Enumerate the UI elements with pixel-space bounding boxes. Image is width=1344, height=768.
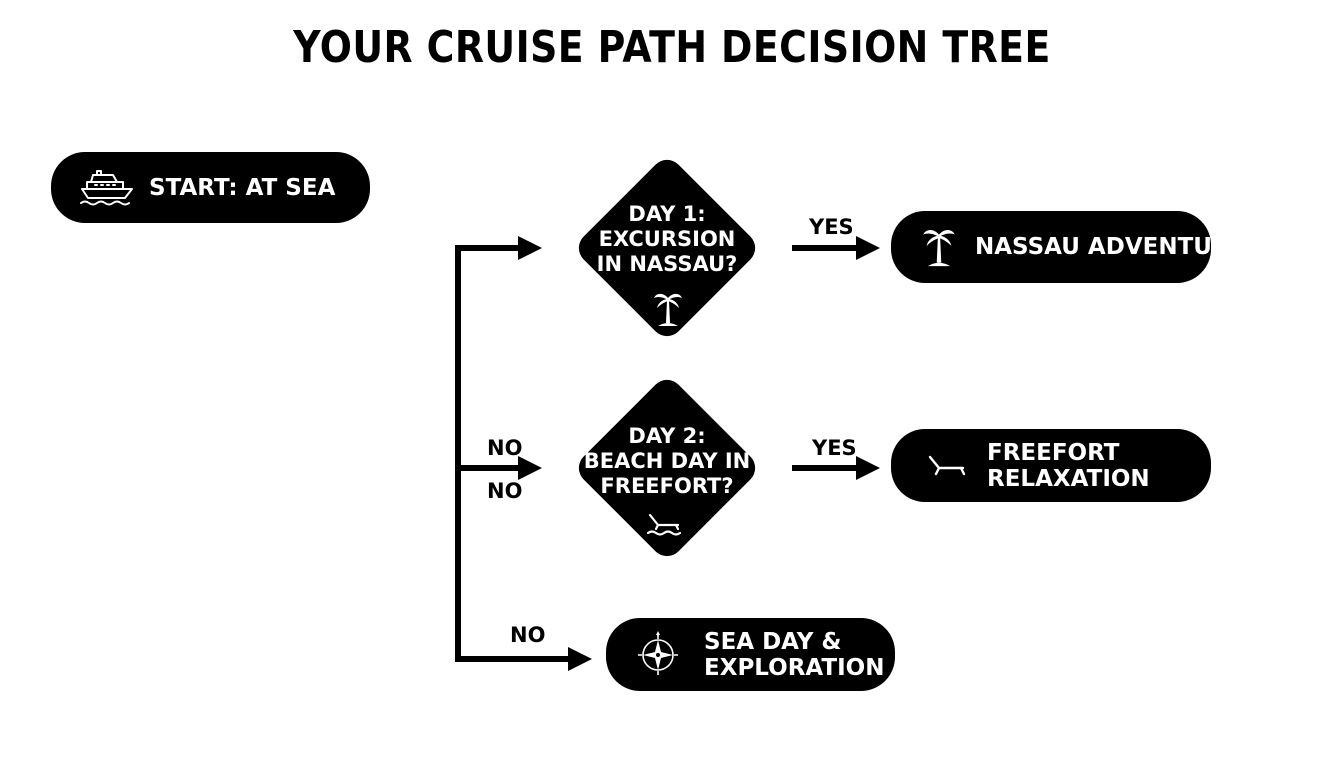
decision-1-line-3: IN NASSAU?: [596, 252, 738, 276]
edge-label-no-bottom: NO: [510, 623, 546, 647]
edge-label-d2-yes: YES: [812, 436, 857, 460]
edge-label-no-upper: NO: [487, 436, 523, 460]
palm-tree-icon: [652, 290, 684, 332]
outcome-sea-text: SEA DAY & EXPLORATION: [704, 629, 884, 681]
start-node: START: AT SEA: [51, 152, 370, 223]
outcome-freefort-text: FREEFORT RELAXATION: [987, 440, 1150, 492]
diagram-title: YOUR CRUISE PATH DECISION TREE: [293, 22, 1051, 73]
decision-2-text: DAY 2: BEACH DAY IN FREEFORT?: [583, 424, 751, 499]
outcome-sea-line-2: EXPLORATION: [704, 654, 885, 681]
decision-1-line-2: EXCURSION: [598, 227, 736, 251]
outcome-sea-day-exploration: SEA DAY & EXPLORATION: [606, 618, 895, 691]
beach-lounger-icon: [646, 511, 686, 543]
outcome-nassau-adventure: NASSAU ADVENTURE: [891, 211, 1245, 283]
decision-2-line-3: FREEFORT?: [600, 474, 734, 498]
decision-1-line-1: DAY 1:: [628, 202, 706, 226]
outcome-freefort-relaxation: FREEFORT RELAXATION: [891, 429, 1211, 502]
decision-2-line-1: DAY 2:: [628, 424, 706, 448]
edge-label-no-lower: NO: [487, 479, 523, 503]
compass-rose-icon: [632, 629, 684, 681]
outcome-freefort-line-1: FREEFORT: [987, 439, 1120, 466]
outcome-sea-line-1: SEA DAY &: [704, 628, 842, 655]
outcome-freefort-line-2: RELAXATION: [987, 465, 1150, 492]
outcome-nassau-label: NASSAU ADVENTURE: [975, 234, 1246, 260]
cruise-ship-icon: [79, 168, 135, 208]
lounge-chair-icon: [927, 452, 967, 480]
decision-2-line-2: BEACH DAY IN: [583, 449, 751, 473]
edge-label-d1-yes: YES: [809, 215, 854, 239]
palm-tree-icon: [921, 225, 957, 269]
decision-1-text: DAY 1: EXCURSION IN NASSAU?: [587, 202, 747, 277]
start-node-label: START: AT SEA: [149, 174, 336, 201]
